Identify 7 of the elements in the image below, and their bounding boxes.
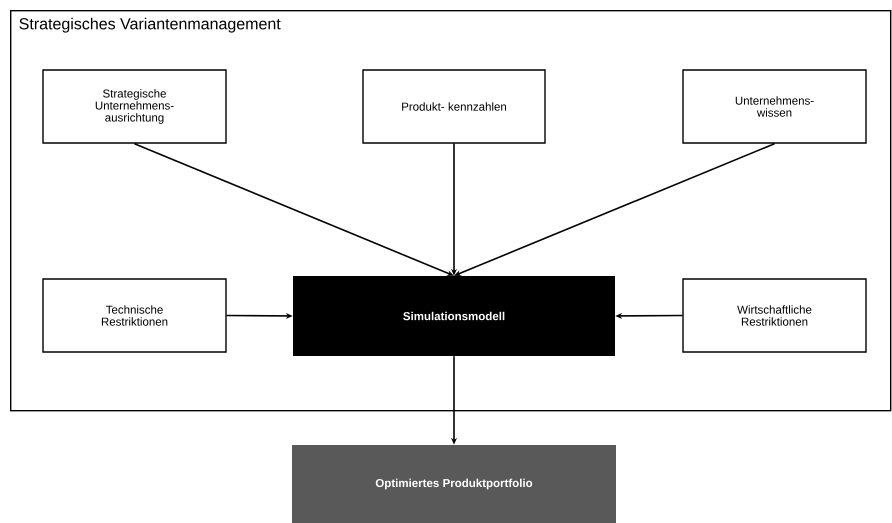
process-box: Produkt- kennzahlen <box>362 69 546 144</box>
model-box: Simulationsmodell <box>293 276 615 356</box>
process-box: Unternehmens- wissen <box>682 69 867 144</box>
process-box: Technische Restriktionen <box>42 278 227 353</box>
process-box: Wirtschaftliche Restriktionen <box>682 278 867 353</box>
process-box: Strategische Unternehmens- ausrichtung <box>42 69 227 144</box>
result-box: Optimiertes Produktportfolio <box>292 445 616 523</box>
